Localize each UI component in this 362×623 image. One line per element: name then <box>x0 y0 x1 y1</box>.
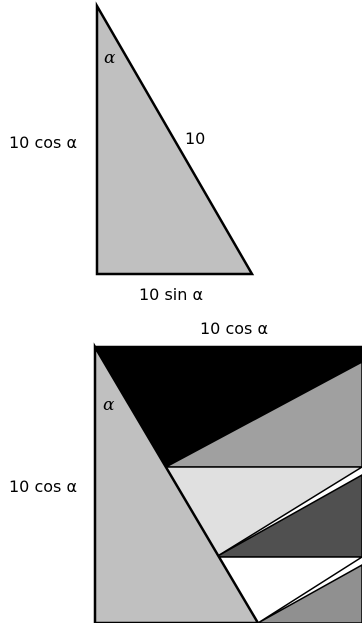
bottom-angle-label: α <box>103 395 115 415</box>
bottom-left-label: 10 cos α <box>9 477 77 496</box>
black-top-region <box>95 347 362 467</box>
top-hypotenuse-label: 10 <box>185 129 206 148</box>
top-right-triangle <box>95 1 255 276</box>
top-triangle-figure <box>95 1 255 276</box>
left-tall-triangle <box>93 342 260 623</box>
lower-gray-triangle <box>256 564 362 623</box>
top-angle-label: α <box>104 48 116 68</box>
top-bottom-side-label: 10 sin α <box>139 285 203 304</box>
bottom-top-label: 10 cos α <box>200 319 268 338</box>
top-left-side-label: 10 cos α <box>9 133 77 152</box>
